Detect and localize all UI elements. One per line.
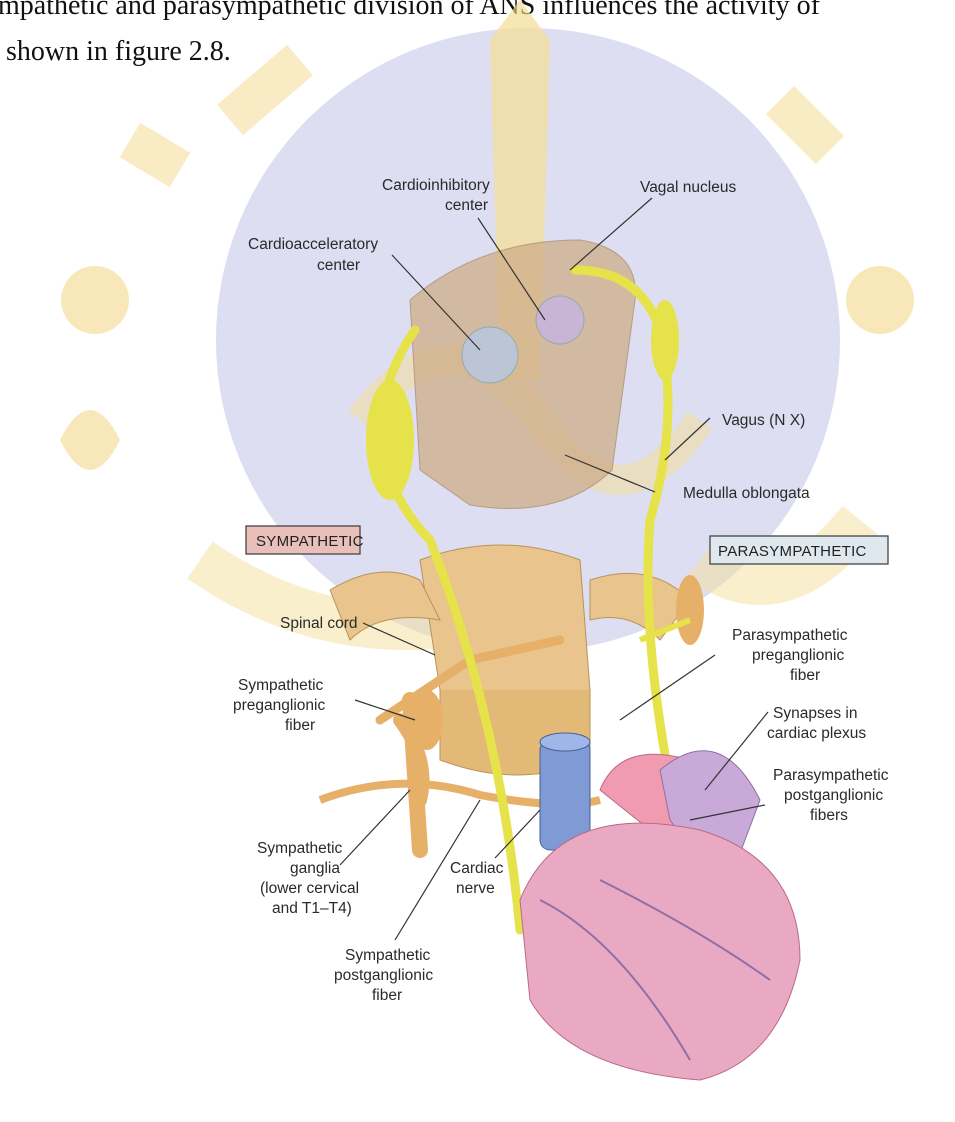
label-sympathetic-preganglionic-1: Sympathetic bbox=[238, 677, 324, 694]
label-cardioacceleratory-center-2: center bbox=[317, 257, 360, 274]
label-parasympathetic-postganglionic-2: postganglionic bbox=[784, 787, 883, 804]
label-parasympathetic-postganglionic-3: fibers bbox=[810, 807, 848, 824]
label-sympathetic-postganglionic-2: postganglionic bbox=[334, 967, 433, 984]
label-sympathetic-postganglionic-1: Sympathetic bbox=[345, 947, 431, 964]
medulla-oblongata-illustration bbox=[410, 240, 635, 508]
label-sympathetic-ganglia-2: ganglia bbox=[290, 860, 340, 877]
label-cardioinhibitory-center-2: center bbox=[445, 197, 488, 214]
label-cardiac-nerve-1: Cardiac bbox=[450, 860, 504, 877]
label-sympathetic-ganglia-1: Sympathetic bbox=[257, 840, 343, 857]
label-sympathetic-postganglionic-3: fiber bbox=[372, 987, 402, 1004]
label-cardiac-nerve-2: nerve bbox=[456, 880, 495, 897]
label-parasympathetic-preganglionic-2: preganglionic bbox=[752, 647, 844, 664]
spinal-cord-illustration bbox=[330, 545, 690, 775]
label-spinal-cord: Spinal cord bbox=[280, 615, 358, 632]
label-sympathetic-preganglionic-3: fiber bbox=[285, 717, 315, 734]
label-vagal-nucleus: Vagal nucleus bbox=[640, 179, 736, 196]
label-synapses-2: cardiac plexus bbox=[767, 725, 866, 742]
label-vagus: Vagus (N X) bbox=[722, 412, 805, 429]
label-parasympathetic-preganglionic-3: fiber bbox=[790, 667, 820, 684]
label-parasympathetic-postganglionic-1: Parasympathetic bbox=[773, 767, 889, 784]
label-medulla-oblongata: Medulla oblongata bbox=[683, 485, 810, 502]
label-cardioacceleratory-center: Cardioacceleratory bbox=[248, 236, 378, 253]
label-sympathetic: SYMPATHETIC bbox=[256, 533, 364, 550]
label-cardioinhibitory-center: Cardioinhibitory bbox=[382, 177, 490, 194]
label-sympathetic-ganglia-4: and T1–T4) bbox=[272, 900, 352, 917]
label-synapses-1: Synapses in bbox=[773, 705, 857, 722]
label-sympathetic-ganglia-3: (lower cervical bbox=[260, 880, 359, 897]
label-parasympathetic-preganglionic-1: Parasympathetic bbox=[732, 627, 848, 644]
heart-illustration bbox=[520, 733, 800, 1080]
label-sympathetic-preganglionic-2: preganglionic bbox=[233, 697, 325, 714]
label-parasympathetic: PARASYMPATHETIC bbox=[718, 543, 867, 560]
